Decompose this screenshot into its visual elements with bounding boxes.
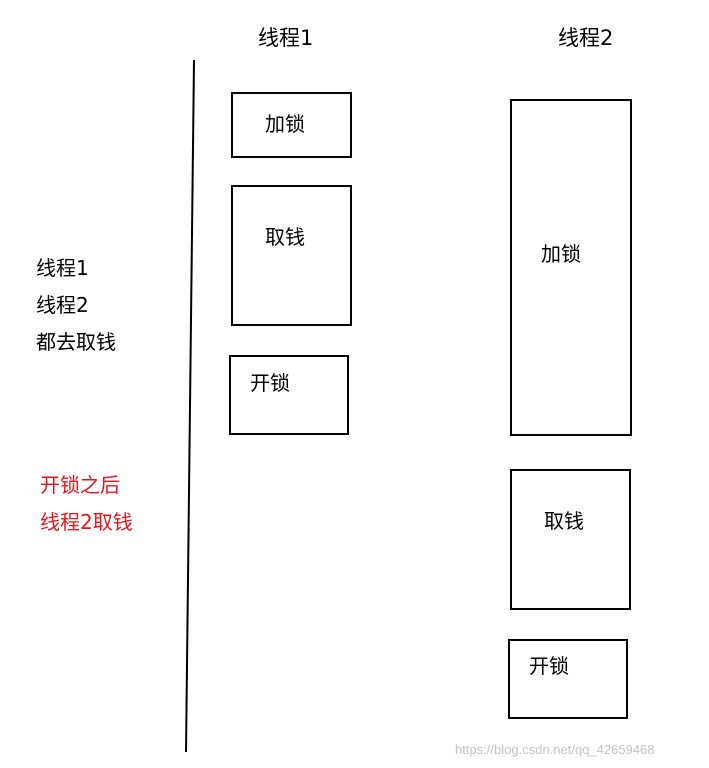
thread1-unlock-label: 开锁 xyxy=(250,371,290,395)
thread1-lock-box: 加锁 xyxy=(231,92,352,158)
thread2-lock-label: 加锁 xyxy=(541,242,581,266)
watermark-text: https://blog.csdn.net/qq_42659468 xyxy=(455,742,655,757)
thread1-lock-label: 加锁 xyxy=(265,112,305,136)
note-thread1: 线程1 xyxy=(36,256,89,280)
thread2-title: 线程2 xyxy=(558,26,614,50)
note-thread2-withdraws: 线程2取钱 xyxy=(40,510,133,534)
thread2-withdraw-box: 取钱 xyxy=(510,469,631,610)
thread1-withdraw-label: 取钱 xyxy=(265,225,305,249)
note-thread2: 线程2 xyxy=(36,293,89,317)
note-both-withdraw: 都去取钱 xyxy=(36,330,116,354)
thread2-lock-box: 加锁 xyxy=(510,99,632,436)
thread1-title: 线程1 xyxy=(258,26,314,50)
thread2-withdraw-label: 取钱 xyxy=(544,509,584,533)
thread2-unlock-label: 开锁 xyxy=(529,654,569,678)
note-after-unlock: 开锁之后 xyxy=(40,473,120,497)
thread1-withdraw-box: 取钱 xyxy=(231,185,352,326)
thread1-unlock-box: 开锁 xyxy=(229,355,349,435)
thread2-unlock-box: 开锁 xyxy=(508,639,628,719)
